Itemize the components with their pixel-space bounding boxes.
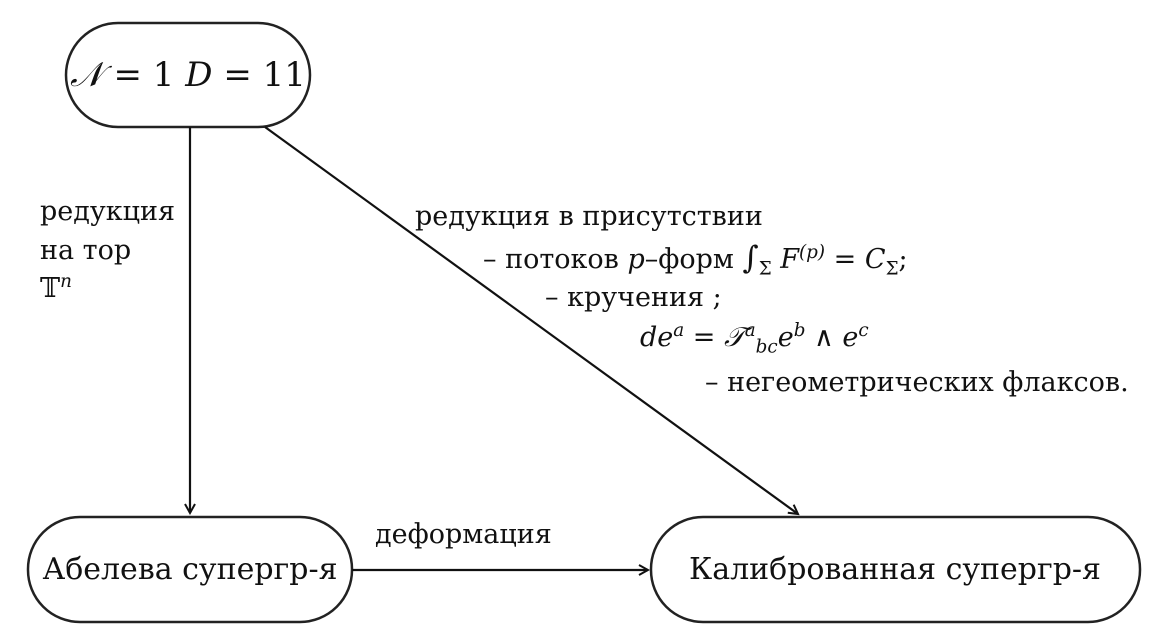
de-symbol: de <box>640 322 674 353</box>
node-top-box <box>64 21 312 129</box>
script-n: 𝒩 <box>70 55 103 95</box>
arrow-reduction-fluxes <box>264 126 798 514</box>
node-abelian-label: Абелева супергр-я <box>42 552 338 587</box>
torsion-subscript: bc <box>755 336 778 358</box>
node-gauged-label: Калиброванная супергр-я <box>689 552 1101 587</box>
text: – потоков <box>483 244 628 275</box>
torus-exponent: n <box>60 271 72 292</box>
torsion-superscript: a <box>744 320 756 341</box>
p-symbol: p <box>627 244 645 275</box>
text: –форм <box>644 244 743 275</box>
e-superscript: c <box>858 320 869 341</box>
edge-vertical-torus: 𝕋n <box>40 272 72 304</box>
edge-diagonal-line5: – негеометрических флаксов. <box>705 367 1129 398</box>
f-symbol: F <box>780 244 800 275</box>
node-top-label: 𝒩 = 1 D = 11 <box>70 58 306 92</box>
edge-diagonal-line2: – потоков p–форм ∫Σ F(p) = CΣ; <box>483 240 908 278</box>
edge-diagonal-line4: dea = 𝒯abceb ∧ ec <box>640 321 869 356</box>
integral-symbol: ∫ <box>742 240 759 276</box>
node-gauged-box <box>649 515 1142 624</box>
e-symbol: e <box>777 322 794 353</box>
eq-one: = 1 <box>102 55 186 95</box>
torsion-symbol: 𝒯 <box>724 322 745 353</box>
e-symbol: e <box>842 322 859 353</box>
f-superscript: (p) <box>799 242 826 263</box>
edge-diagonal-line1: редукция в присутствии <box>415 201 763 232</box>
edge-horizontal-label: деформация <box>375 519 552 550</box>
torus-symbol: 𝕋 <box>40 273 61 304</box>
edge-vertical-line2: на тор <box>40 235 132 266</box>
eq-eleven: = 11 <box>212 55 306 95</box>
d-symbol: D <box>185 55 213 95</box>
edge-diagonal-line3: – кручения ; <box>545 282 722 313</box>
e-superscript: b <box>793 320 806 341</box>
wedge: ∧ <box>805 322 843 353</box>
edge-vertical-line1: редукция <box>40 196 176 227</box>
c-subscript: Σ <box>885 258 899 280</box>
de-superscript: a <box>673 320 685 341</box>
c-symbol: C <box>864 244 886 275</box>
semicolon: ; <box>898 244 908 275</box>
integral-subscript: Σ <box>758 258 772 280</box>
equals: = <box>825 244 865 275</box>
equals: = <box>684 322 725 353</box>
